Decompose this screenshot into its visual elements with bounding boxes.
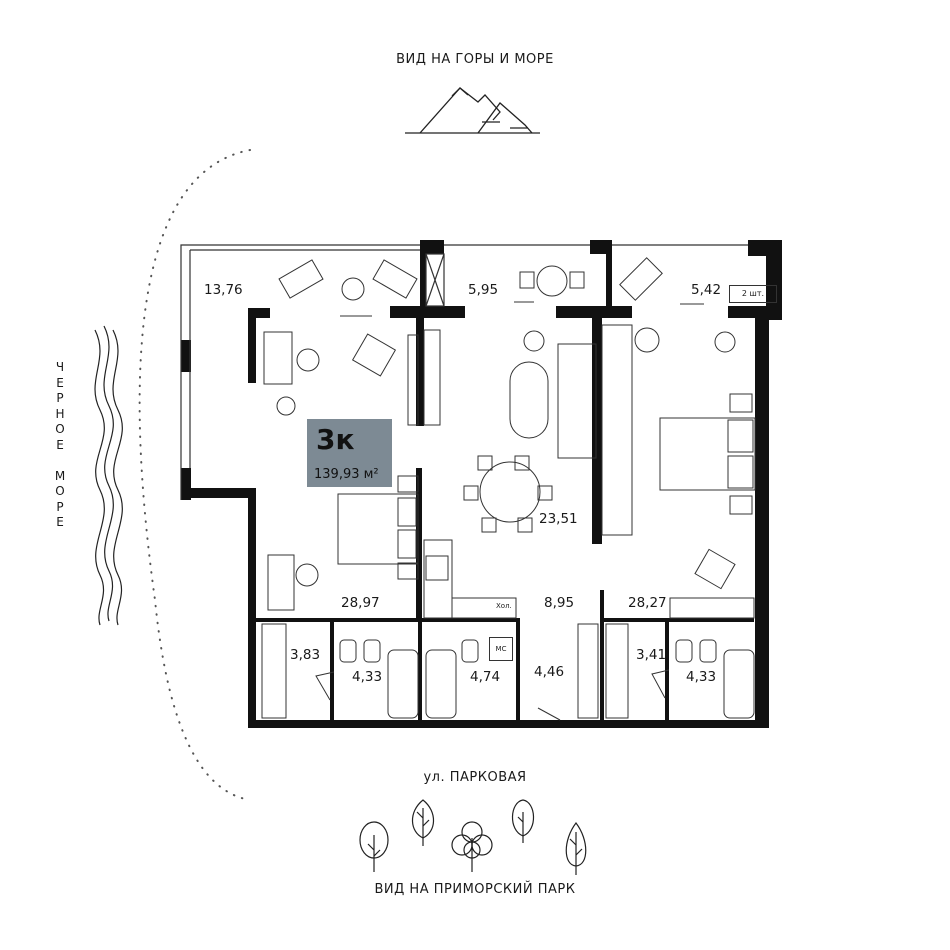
sea-letter: О [55,484,65,498]
room-area-living: 23,51 [539,511,578,527]
room-area-balcony-mid: 5,95 [468,282,499,298]
ac-units-tag: 2 шт. [729,285,777,303]
room-area-balcony-right: 5,42 [691,282,722,298]
room-area-corridor: 4,46 [534,664,565,680]
room-area-bath-mid: 4,74 [470,669,501,685]
sea-letter [52,453,68,469]
view-caption-top: ВИД НА ГОРЫ И МОРЕ [396,52,554,67]
room-area-balcony-left: 13,76 [204,282,243,298]
sea-waves-icon [94,325,123,626]
park-trees-icon [359,799,587,875]
apartment-area: 139,93 м² [314,467,379,482]
sea-caption-vertical: Ч Е Р Н О Е М О Р Е [52,360,68,531]
room-area-hall: 8,95 [544,595,575,611]
walls [181,240,782,728]
furniture [261,257,756,721]
sea-letter: М [54,468,66,483]
room-area-bath-left: 4,33 [352,669,383,685]
sea-letter: Н [55,406,65,421]
room-area-bath-right: 4,33 [686,669,717,685]
view-caption-bottom: ВИД НА ПРИМОРСКИЙ ПАРК [374,882,576,897]
mountains-icon [405,87,540,134]
sea-letter: Ч [55,360,65,374]
washing-machine-tag: МС [489,637,513,661]
room-area-bedroom-left: 28,97 [341,595,380,611]
street-caption: ул. ПАРКОВАЯ [423,770,527,785]
room-area-closet-left: 3,83 [290,647,321,663]
room-area-closet-right: 3,41 [636,647,667,663]
sea-boundary-dotted-arc [138,149,251,801]
fridge-tag: Хол. [496,602,512,610]
balcony-glazing [180,244,748,500]
apartment-badge: 3к 139,93 м² [307,419,392,487]
room-area-bedroom-right: 28,27 [628,595,667,611]
sea-letter: Е [56,515,64,529]
apartment-type: 3к [316,423,355,456]
sea-letter: Е [56,437,64,452]
sea-letter: О [55,422,65,436]
sea-letter: Е [56,375,64,390]
sea-letter: Р [56,391,64,405]
sea-letter: Р [56,499,64,514]
